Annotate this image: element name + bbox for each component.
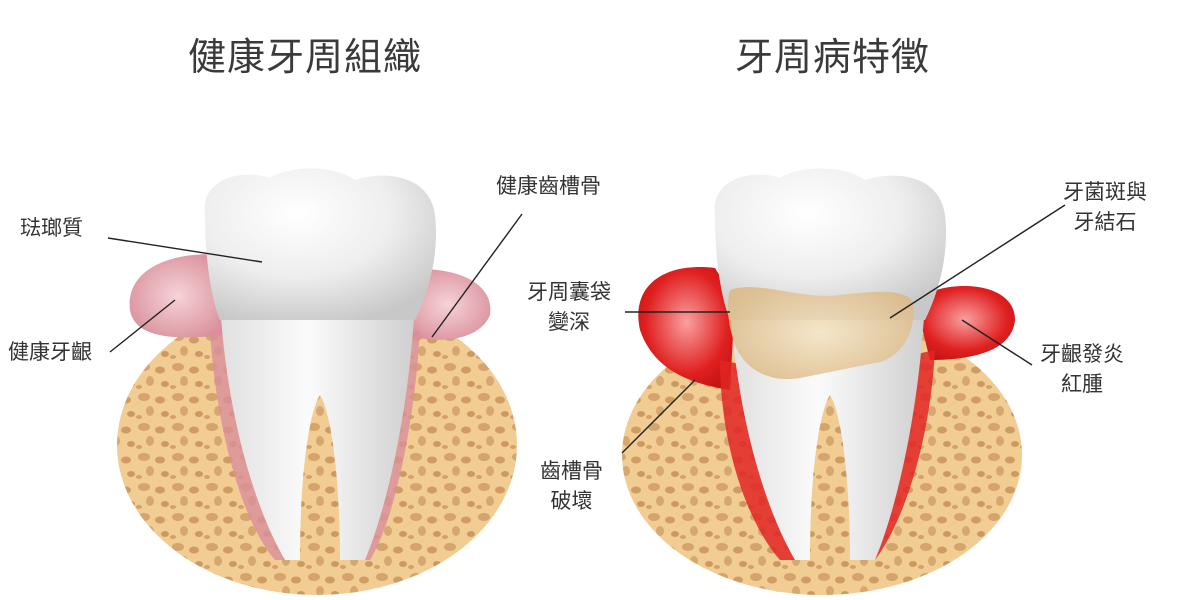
healthy-tooth-illustration bbox=[117, 168, 517, 595]
label-plaque-line2: 牙結石 bbox=[1073, 210, 1137, 234]
leader-healthy-gum bbox=[109, 299, 176, 353]
label-bone-line1: 齒槽骨 bbox=[540, 459, 603, 483]
label-pocket-line2: 變深 bbox=[548, 310, 590, 334]
leader-enamel bbox=[107, 237, 263, 263]
label-deep-pocket: 牙周囊袋 變深 bbox=[527, 277, 611, 337]
plaque-deposit bbox=[727, 287, 914, 380]
label-plaque-tartar: 牙菌斑與 牙結石 bbox=[1063, 177, 1147, 237]
leader-bone-loss bbox=[621, 379, 696, 454]
inflamed-gum-right bbox=[915, 286, 1015, 360]
leader-healthy-bone bbox=[431, 213, 523, 338]
label-bone-loss: 齒槽骨 破壞 bbox=[540, 456, 603, 516]
label-inflamed-gum: 牙齦發炎 紅腫 bbox=[1040, 339, 1124, 399]
left-panel-title: 健康牙周組織 bbox=[188, 35, 423, 79]
label-gum-line2: 紅腫 bbox=[1061, 372, 1103, 396]
label-pocket-line1: 牙周囊袋 bbox=[527, 280, 611, 304]
inflamed-gum-left bbox=[638, 267, 735, 390]
label-bone-line2: 破壞 bbox=[550, 489, 593, 513]
label-gum-line1: 牙齦發炎 bbox=[1040, 342, 1124, 366]
leader-lines bbox=[107, 204, 1066, 454]
label-enamel: 琺瑯質 bbox=[20, 216, 83, 240]
label-plaque-line1: 牙菌斑與 bbox=[1063, 180, 1147, 204]
leader-plaque bbox=[889, 204, 1066, 319]
label-healthy-bone: 健康齒槽骨 bbox=[496, 174, 601, 198]
leader-inflamed-gum bbox=[961, 319, 1033, 366]
healthy-tooth-roots bbox=[220, 300, 415, 560]
diseased-tooth-illustration bbox=[622, 168, 1022, 595]
diseased-tooth-crown bbox=[714, 168, 946, 320]
right-panel-title: 牙周病特徵 bbox=[735, 35, 931, 79]
label-healthy-gum: 健康牙齦 bbox=[8, 340, 92, 364]
healthy-tooth-crown bbox=[204, 168, 436, 320]
